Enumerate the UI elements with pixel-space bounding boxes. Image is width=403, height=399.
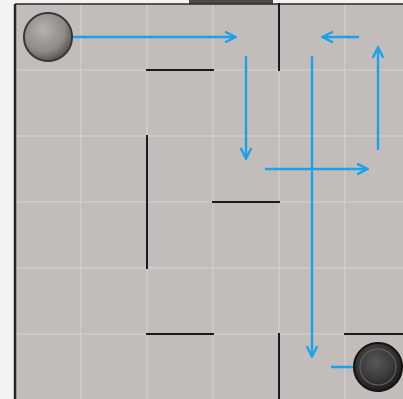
start-marble[interactable] <box>24 13 72 61</box>
goal-hole <box>354 343 402 391</box>
